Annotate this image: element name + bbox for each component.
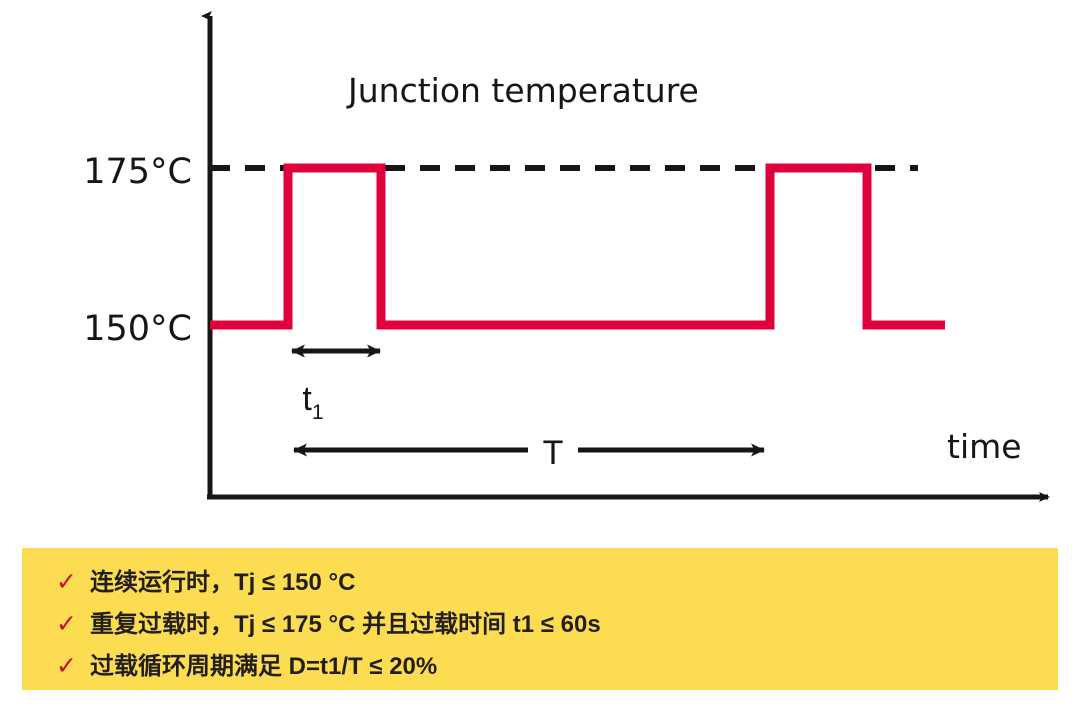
t1-label-subscript: 1 [312,401,324,424]
callout-item-text: 重复过载时，Tj ≤ 175 °C 并且过载时间 t1 ≤ 60s [90,611,601,638]
list-item: ✓ 连续运行时，Tj ≤ 150 °C [56,562,1058,604]
check-icon: ✓ [56,609,77,638]
waveform-trace [210,163,945,330]
y-axis-label-150: 150°C [83,309,192,349]
period-label: T [543,434,564,472]
check-icon: ✓ [56,567,77,596]
list-item: ✓ 重复过载时，Tj ≤ 175 °C 并且过载时间 t1 ≤ 60s [56,604,1058,646]
requirements-callout: ✓ 连续运行时，Tj ≤ 150 °C ✓ 重复过载时，Tj ≤ 175 °C … [22,548,1058,690]
list-item: ✓ 过载循环周期满足 D=t1/T ≤ 20% [56,646,1058,688]
x-axis-label: time [947,427,1022,466]
t1-label-base: t [302,380,312,418]
callout-item-text: 连续运行时，Tj ≤ 150 °C [90,569,356,596]
callout-item-text: 过载循环周期满足 D=t1/T ≤ 20% [90,653,438,680]
junction-temperature-chart: Junction temperature 175°C 150°C time t1… [83,11,1050,502]
check-icon: ✓ [56,651,77,680]
page-title: Junction temperature [346,71,699,110]
y-axis-label-175: 175°C [83,152,192,192]
t1-label: t1 [302,380,323,424]
